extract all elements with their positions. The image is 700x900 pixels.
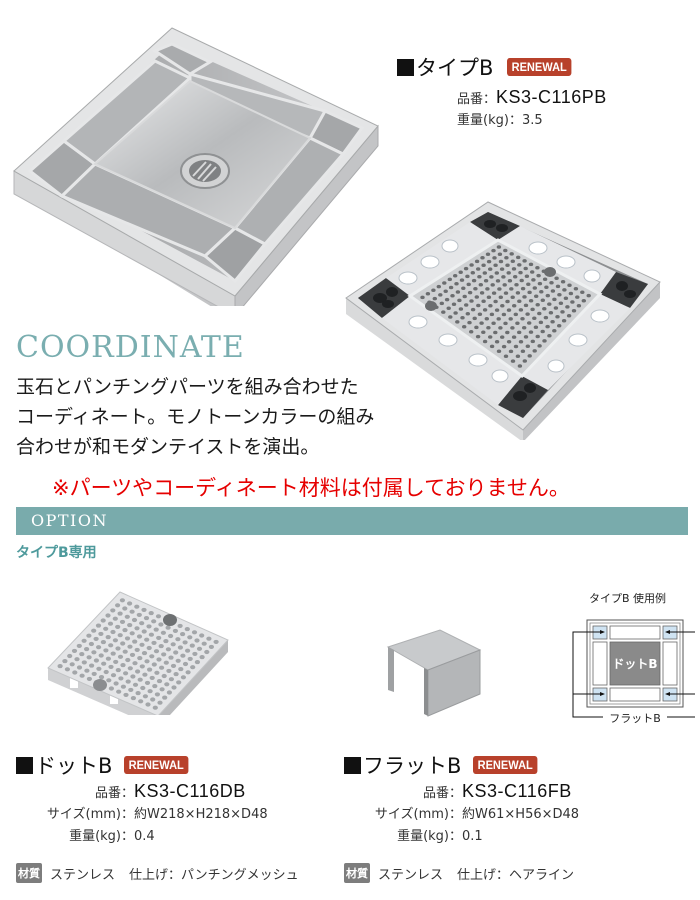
option-title: OPTION [31, 511, 108, 530]
usage-center-label: ドットB [612, 657, 658, 671]
type-b-usage-diagram: タイプB 使用例 ドットB フラットB [565, 590, 695, 725]
spec-separator: ： [121, 807, 135, 822]
flat-b-specs: 品番 ： KS3-C116FB サイズ(mm) ： 約W61×H56×D48 重… [344, 781, 579, 847]
dot-b-image [40, 580, 235, 728]
spec-label: 品番 [457, 92, 484, 107]
type-b-specs: 品番 ： KS3-C116PB 重量(kg) ： 3.5 [457, 87, 607, 128]
spec-label: 重量(kg) [69, 829, 121, 844]
weight-value: 0.1 [462, 829, 483, 844]
flat-b-material: 材質 ステンレス 仕上げ：ヘアライン [344, 863, 574, 883]
flat-b-heading: フラットB RENEWAL [344, 750, 543, 780]
spec-separator: ： [449, 786, 463, 801]
dot-b-specs: 品番 ： KS3-C116DB サイズ(mm) ： 約W218×H218×D48… [16, 781, 268, 847]
weight-value: 3.5 [521, 113, 543, 128]
usage-diagram-title: タイプB 使用例 [589, 592, 667, 605]
renewal-badge: RENEWAL [124, 756, 189, 774]
flat-b-image [380, 622, 490, 718]
spec-row-part-number: 品番 ： KS3-C116PB [457, 87, 607, 109]
option-subtitle: タイプB専用 [16, 545, 97, 561]
spec-label: サイズ(mm) [374, 807, 449, 822]
renewal-badge: RENEWAL [507, 58, 572, 76]
parts-not-included-notice: ※パーツやコーディネート材料は付属しておりません。 [52, 476, 570, 500]
spec-separator: ： [508, 113, 522, 128]
type-b-title: タイプB [416, 56, 494, 80]
spec-label: 品番 [94, 786, 121, 801]
usage-bottom-label: フラットB [609, 712, 661, 725]
spec-separator: ： [121, 829, 135, 844]
spec-row-weight: 重量(kg) ： 3.5 [457, 109, 607, 128]
spec-label: 重量(kg) [457, 113, 509, 128]
spec-label: 品番 [422, 786, 449, 801]
spec-separator: ： [483, 92, 497, 107]
size-value: 約W218×H218×D48 [134, 807, 268, 822]
coordinate-line: 玉石とパンチングパーツを組み合わせた [16, 376, 359, 398]
material-value: ステンレス [50, 867, 116, 883]
square-bullet-icon [16, 756, 33, 774]
type-b-tray-image [10, 16, 380, 321]
size-value: 約W61×H56×D48 [462, 807, 580, 822]
spec-label: 重量(kg) [397, 829, 449, 844]
coordinate-line: 合わせが和モダンテイストを演出。 [16, 436, 320, 458]
coordinate-title: COORDINATE [16, 330, 245, 365]
dot-b-heading: ドットB RENEWAL [16, 750, 194, 780]
finish-value: 仕上げ：パンチングメッシュ [129, 867, 299, 883]
coordinate-example-image [338, 190, 668, 442]
square-bullet-icon [397, 58, 414, 76]
spec-label: サイズ(mm) [46, 807, 121, 822]
spec-row-size: サイズ(mm) ： 約W61×H56×D48 [344, 803, 579, 825]
type-b-heading: タイプB RENEWAL [397, 52, 577, 82]
spec-row-weight: 重量(kg) ： 0.4 [16, 825, 268, 847]
weight-value: 0.4 [134, 829, 155, 844]
material-value: ステンレス [378, 867, 444, 883]
coordinate-description: 玉石とパンチングパーツを組み合わせた コーディネート。モノトーンカラーの組み 合… [16, 372, 396, 462]
spec-separator: ： [449, 829, 463, 844]
part-number-value: KS3-C116PB [496, 87, 607, 107]
spec-row-part-number: 品番 ： KS3-C116DB [16, 781, 268, 803]
coordinate-line: コーディネート。モノトーンカラーの組み [16, 406, 375, 428]
renewal-badge: RENEWAL [473, 756, 538, 774]
spec-separator: ： [121, 786, 135, 801]
part-number-value: KS3-C116FB [462, 781, 572, 801]
spec-row-size: サイズ(mm) ： 約W218×H218×D48 [16, 803, 268, 825]
spec-row-weight: 重量(kg) ： 0.1 [344, 825, 579, 847]
material-badge: 材質 [16, 863, 42, 883]
dot-b-material: 材質 ステンレス 仕上げ：パンチングメッシュ [16, 863, 299, 883]
spec-row-part-number: 品番 ： KS3-C116FB [344, 781, 579, 803]
part-number-value: KS3-C116DB [134, 781, 246, 801]
flat-b-title: フラットB [363, 754, 462, 778]
finish-value: 仕上げ：ヘアライン [457, 867, 575, 883]
spec-separator: ： [449, 807, 463, 822]
option-section-header: OPTION [16, 507, 688, 535]
material-badge: 材質 [344, 863, 370, 883]
dot-b-title: ドットB [35, 754, 113, 778]
square-bullet-icon [344, 756, 361, 774]
